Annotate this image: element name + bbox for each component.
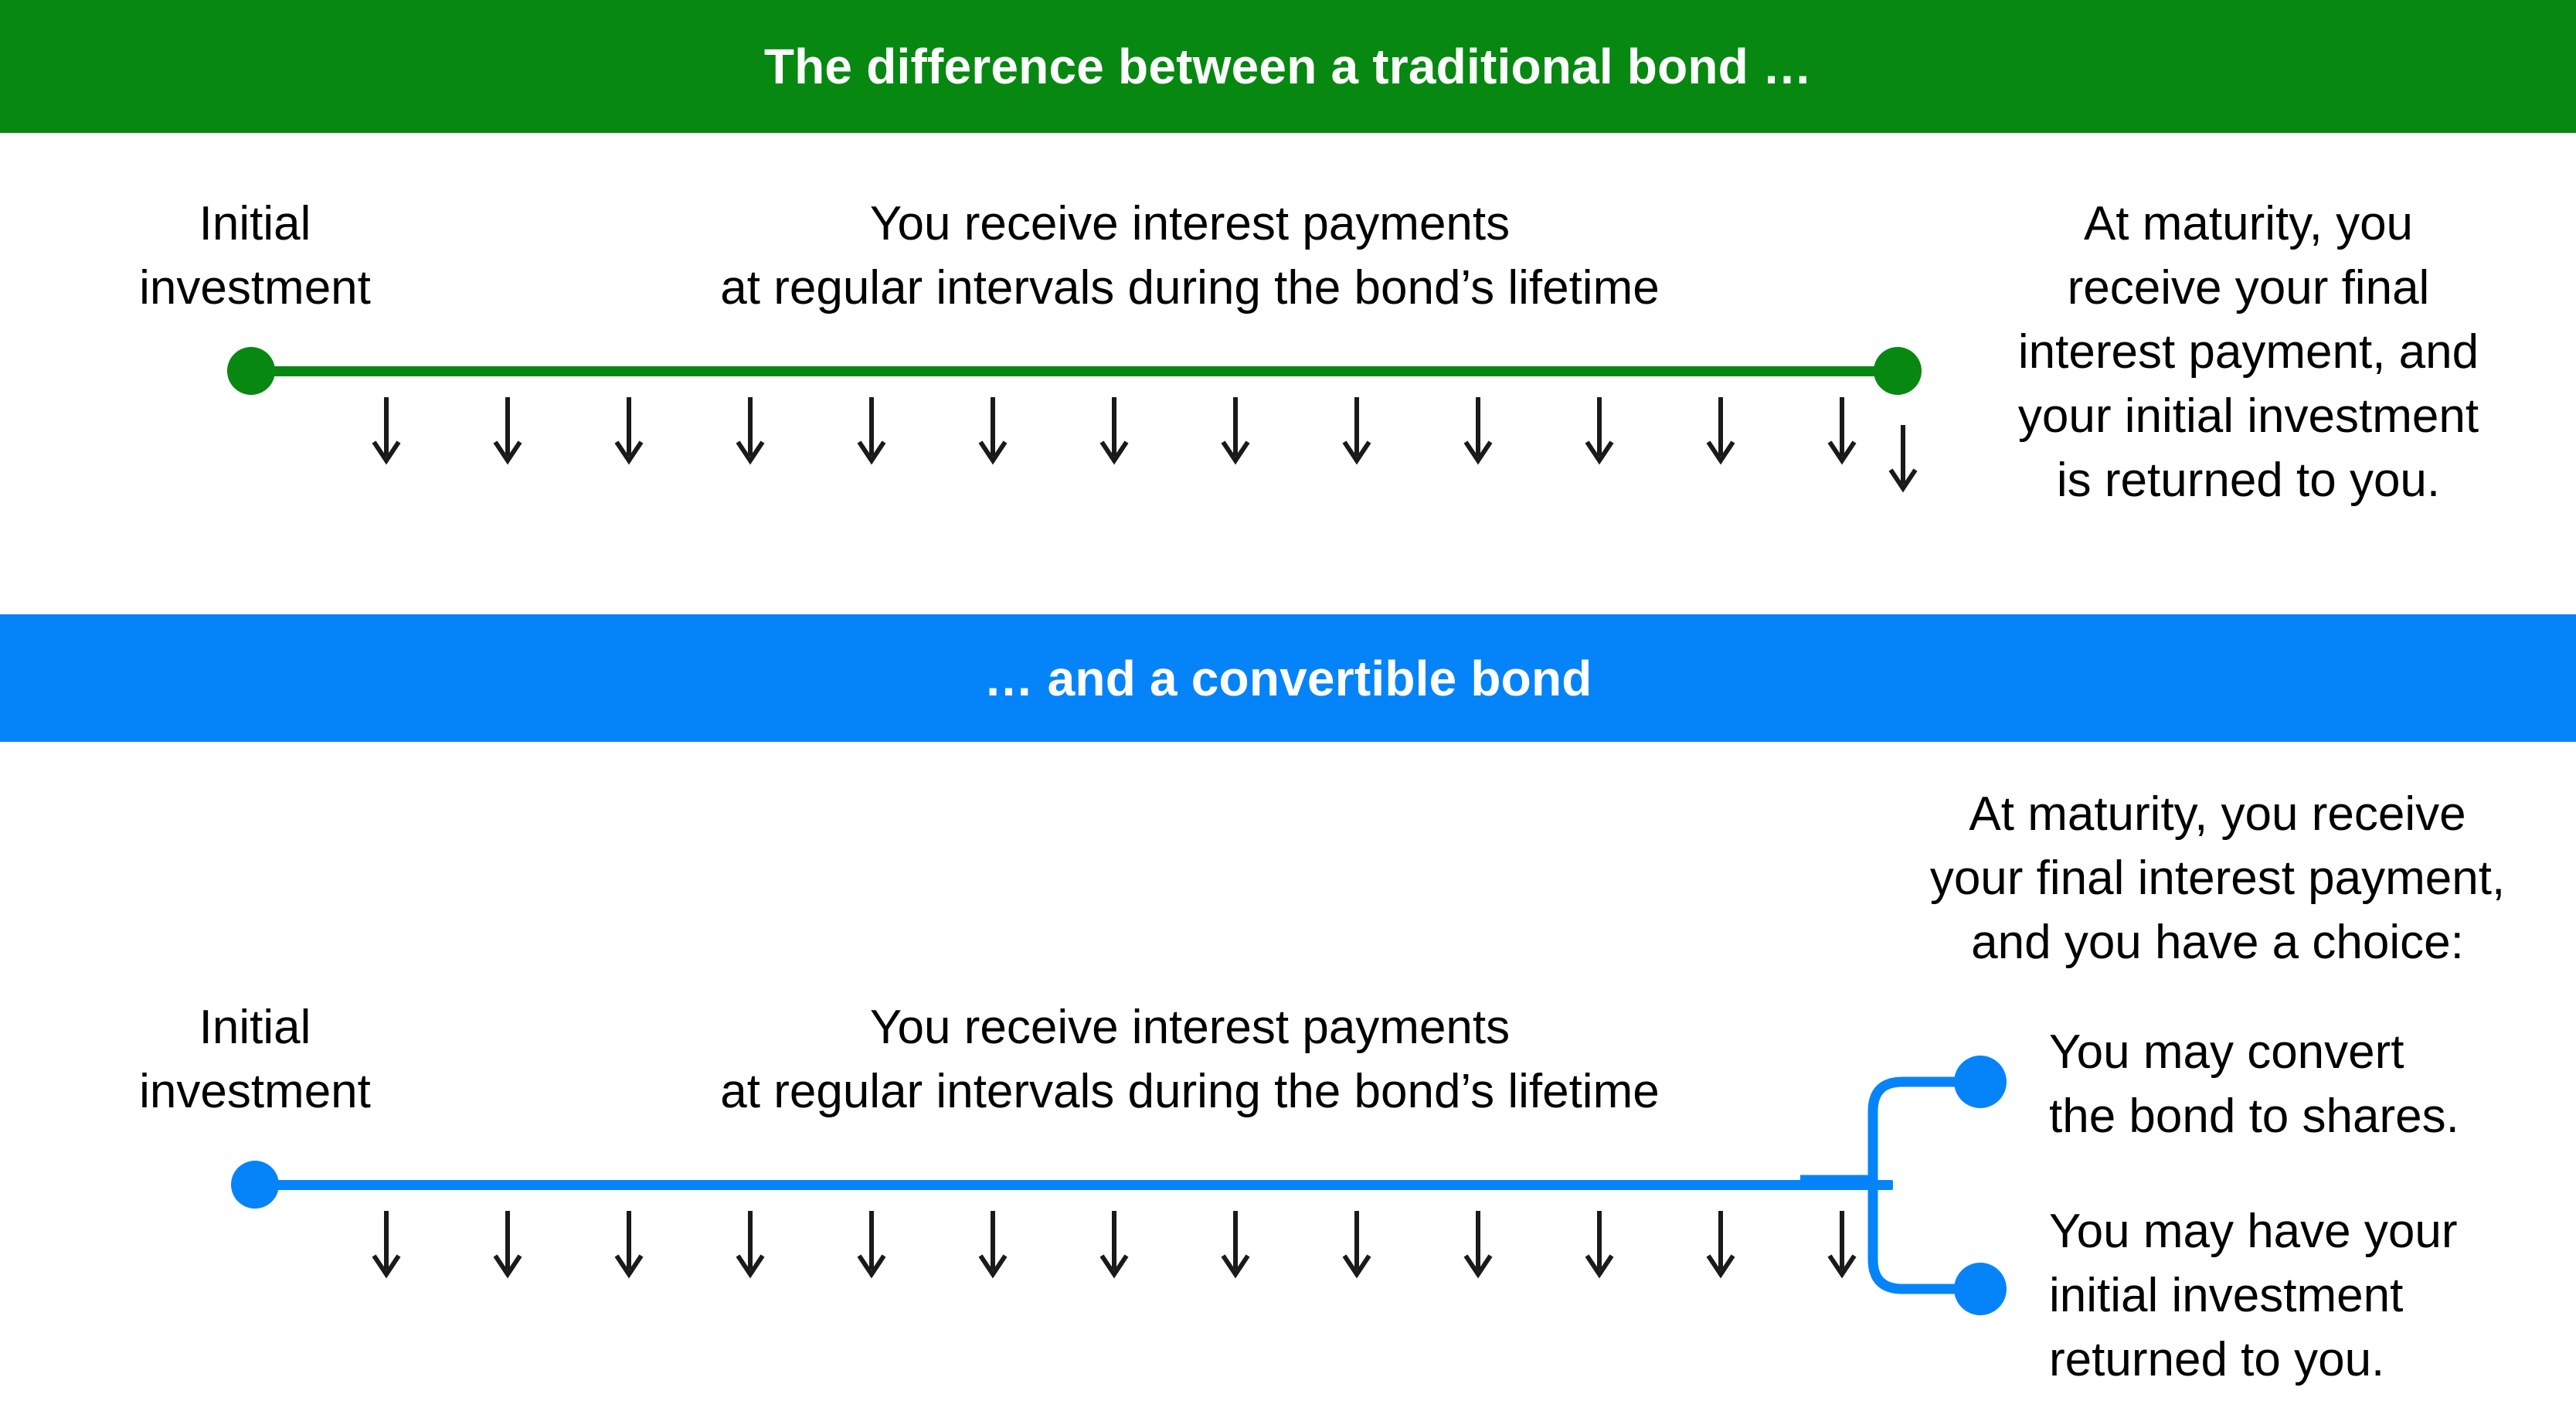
- down-arrow-icon: [491, 396, 525, 471]
- down-arrow-icon: [1825, 396, 1859, 471]
- down-arrow-icon: [855, 1209, 889, 1284]
- convertible-timeline-start-dot: [231, 1161, 279, 1209]
- section-header-convertible-bond: … and a convertible bond: [0, 614, 2576, 742]
- traditional-timeline-line: [251, 366, 1898, 376]
- down-arrow-icon: [1340, 1209, 1374, 1284]
- down-arrow-icon: [855, 396, 889, 471]
- convertible-convert-outcome-dot: [1954, 1056, 2007, 1108]
- convertible-interest-payments-label: You receive interest payments at regular…: [720, 1001, 1660, 1118]
- traditional-timeline-start-dot: [227, 347, 275, 395]
- down-arrow-icon: [1097, 1209, 1131, 1284]
- convertible-branch-label-convert: You may convert the bond to shares.: [2049, 1025, 2459, 1143]
- down-arrow-icon: [1825, 1209, 1859, 1284]
- down-arrow-icon: [733, 396, 767, 471]
- traditional-final-payment-arrow: [1886, 423, 1920, 498]
- down-arrow-icon: [369, 396, 403, 471]
- convertible-bond-title: … and a convertible bond: [984, 650, 1592, 706]
- down-arrow-icon: [491, 1209, 525, 1284]
- down-arrow-icon: [733, 1209, 767, 1284]
- fork-upper-branch-path: [1867, 1076, 1964, 1185]
- convertible-timeline-line: [255, 1180, 1893, 1190]
- down-arrow-icon: [1886, 423, 1920, 498]
- down-arrow-icon: [976, 1209, 1010, 1284]
- traditional-interest-payments-label: You receive interest payments at regular…: [720, 197, 1660, 315]
- down-arrow-icon: [1461, 396, 1495, 471]
- down-arrow-icon: [1340, 396, 1374, 471]
- down-arrow-icon: [976, 396, 1010, 471]
- traditional-timeline-end-dot: [1874, 347, 1922, 395]
- convertible-outcome-fork: [1800, 1056, 2007, 1315]
- convertible-maturity-label: At maturity, you receive your final inte…: [1929, 787, 2506, 969]
- down-arrow-icon: [1582, 396, 1616, 471]
- down-arrow-icon: [1582, 1209, 1616, 1284]
- traditional-maturity-label: At maturity, you receive your final inte…: [2017, 197, 2479, 507]
- section-header-traditional-bond: The difference between a traditional bon…: [0, 0, 2576, 133]
- traditional-bond-title: The difference between a traditional bon…: [763, 39, 1813, 94]
- convertible-return-outcome-dot: [1954, 1263, 2007, 1315]
- down-arrow-icon: [1218, 1209, 1252, 1284]
- down-arrow-icon: [1097, 396, 1131, 471]
- traditional-initial-investment-label: Initial investment: [139, 197, 371, 315]
- down-arrow-icon: [369, 1209, 403, 1284]
- down-arrow-icon: [1461, 1209, 1495, 1284]
- down-arrow-icon: [612, 396, 646, 471]
- convertible-initial-investment-label: Initial investment: [139, 1001, 371, 1118]
- down-arrow-icon: [1704, 1209, 1738, 1284]
- down-arrow-icon: [1218, 396, 1252, 471]
- fork-lower-branch-path: [1867, 1175, 1964, 1294]
- convertible-branch-label-return: You may have your initial investment ret…: [2049, 1205, 2458, 1386]
- down-arrow-icon: [612, 1209, 646, 1284]
- down-arrow-icon: [1704, 396, 1738, 471]
